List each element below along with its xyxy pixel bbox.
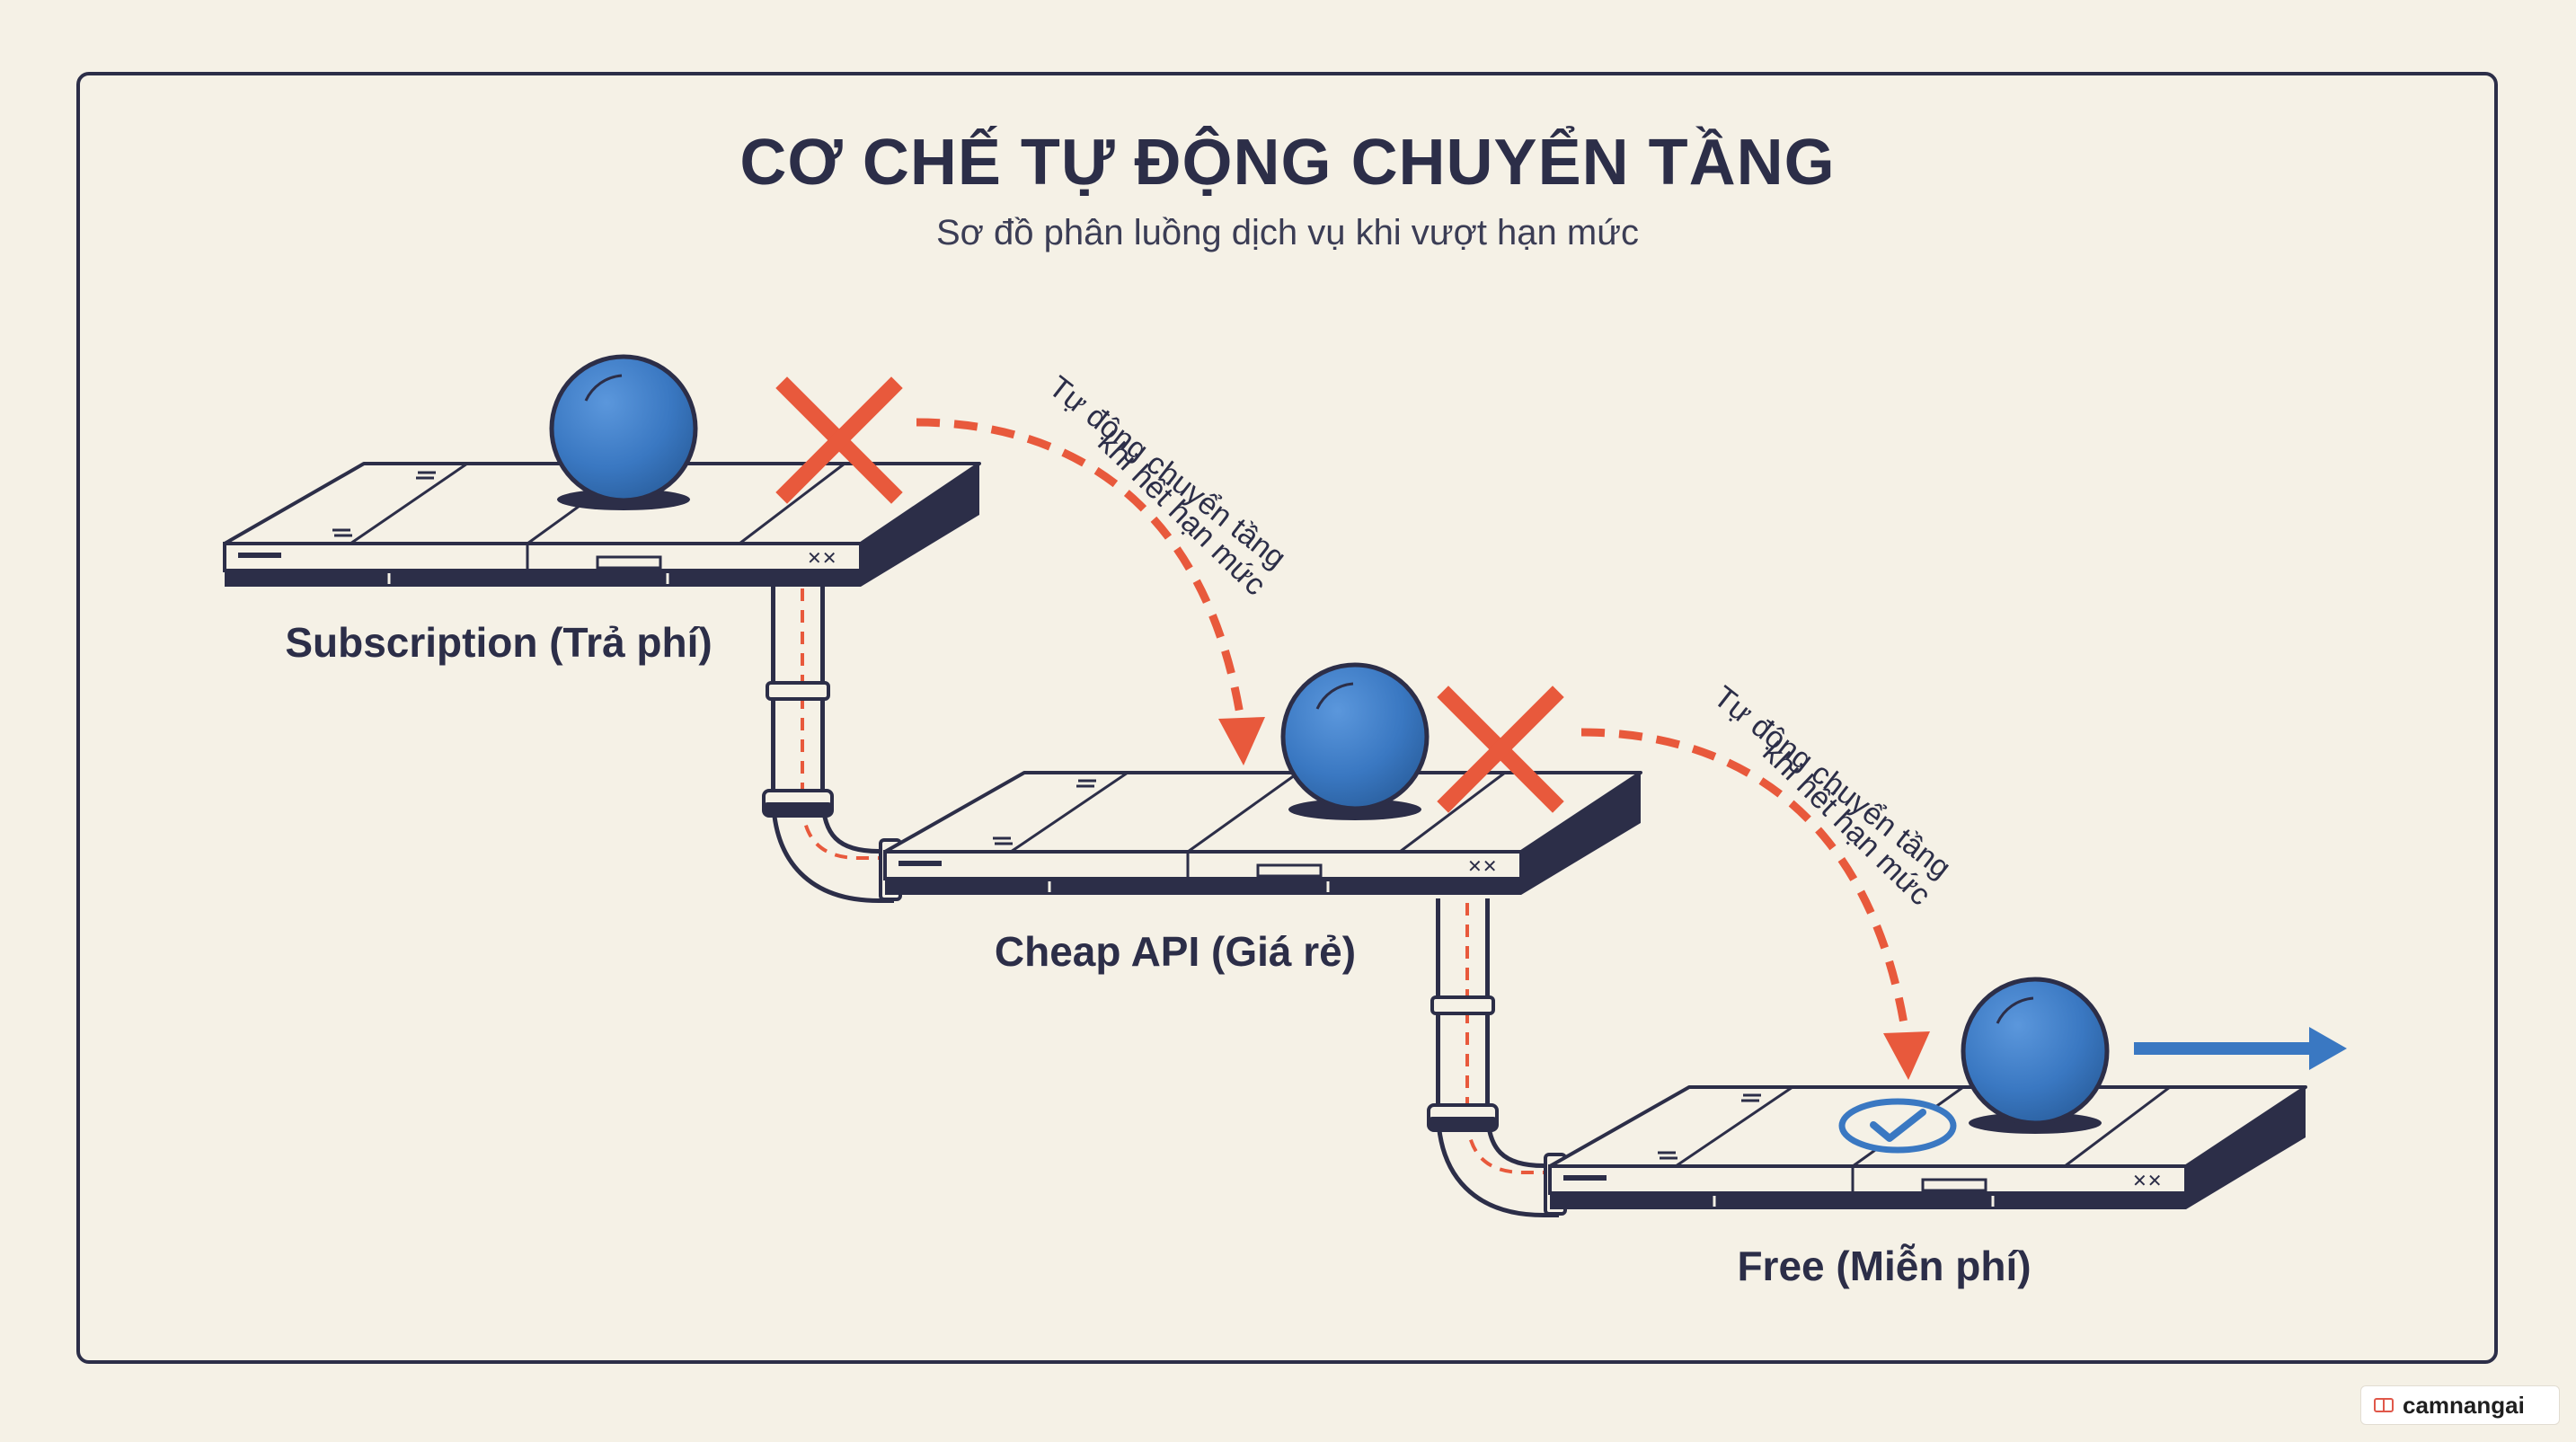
page-subtitle: Sơ đồ phân luồng dịch vụ khi vượt hạn mứ… <box>936 213 1639 252</box>
pipe-2 <box>1427 898 1567 1217</box>
cross-icon <box>775 376 903 504</box>
check-icon <box>1838 1098 1957 1154</box>
platform-cheap-api: ✕✕ <box>883 771 1642 895</box>
tier-label-cheap-api: Cheap API (Giá rẻ) <box>995 928 1356 975</box>
cross-icon <box>1437 686 1564 813</box>
ball-icon <box>1961 977 2110 1134</box>
arrow-right-icon <box>2134 1027 2347 1070</box>
tier-label-subscription: Subscription (Trả phí) <box>285 619 712 666</box>
tier-label-free: Free (Miễn phí) <box>1737 1243 2031 1289</box>
svg-text:✕✕: ✕✕ <box>807 549 837 569</box>
ball-icon <box>1280 662 1430 820</box>
page-title: CƠ CHẾ TỰ ĐỘNG CHUYỂN TẦNG <box>739 126 1835 199</box>
transition-arrow-2 <box>1580 728 1930 1080</box>
transition-arrow-1 <box>916 418 1265 765</box>
watermark-badge[interactable]: camnangai <box>2360 1385 2560 1425</box>
watermark-label: camnangai <box>2403 1391 2525 1419</box>
svg-text:✕✕: ✕✕ <box>2132 1172 2163 1191</box>
book-icon <box>2374 1398 2394 1412</box>
svg-text:✕✕: ✕✕ <box>1467 857 1498 877</box>
ball-icon <box>549 354 698 510</box>
